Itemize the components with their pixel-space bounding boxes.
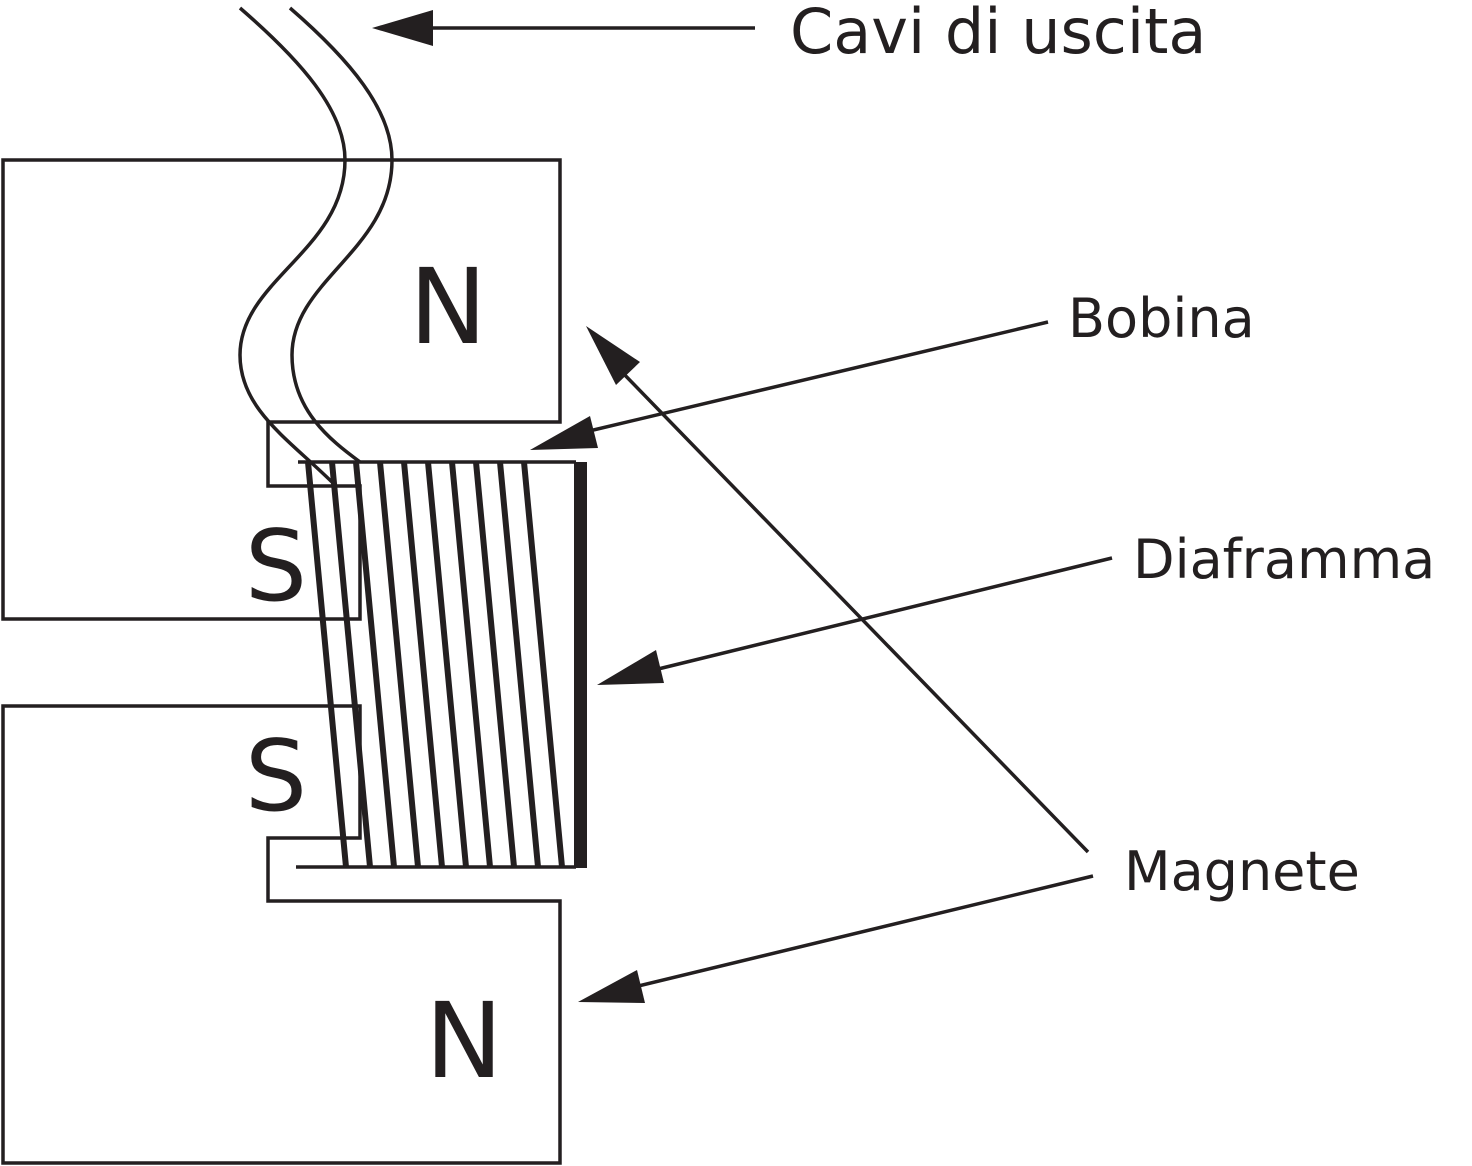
coil-winding bbox=[305, 461, 349, 868]
label-magnet: Magnete bbox=[1124, 840, 1360, 903]
pole-label-bottom-south: S bbox=[245, 720, 307, 834]
pole-label-top-south: S bbox=[245, 510, 307, 624]
label-coil: Bobina bbox=[1068, 287, 1255, 350]
arrow-magnet-upper bbox=[586, 326, 1090, 854]
coil-winding bbox=[329, 461, 373, 868]
output-cable-left bbox=[238, 6, 347, 487]
arrow-diaphragm bbox=[597, 556, 1113, 685]
coil-winding bbox=[377, 461, 421, 868]
coil-winding bbox=[449, 461, 493, 868]
arrow-magnet-lower bbox=[578, 874, 1094, 1003]
coil-winding bbox=[497, 461, 541, 868]
upper-magnet bbox=[1, 158, 562, 621]
output-cables bbox=[238, 6, 394, 487]
coil-winding bbox=[473, 461, 517, 868]
pole-label-top-north: N bbox=[409, 246, 487, 368]
coil-winding bbox=[521, 461, 565, 868]
pole-label-bottom-north: N bbox=[425, 980, 503, 1102]
coil-winding bbox=[401, 461, 445, 868]
coil bbox=[296, 460, 576, 869]
upper-magnet-outline bbox=[1, 158, 562, 621]
output-cable-right bbox=[288, 6, 394, 464]
label-diaphragm: Diaframma bbox=[1133, 528, 1435, 591]
label-output-cables: Cavi di uscita bbox=[790, 0, 1206, 68]
arrow-cables bbox=[372, 10, 755, 46]
coil-winding bbox=[353, 461, 397, 868]
diaphragm bbox=[574, 462, 587, 868]
coil-winding bbox=[425, 461, 469, 868]
